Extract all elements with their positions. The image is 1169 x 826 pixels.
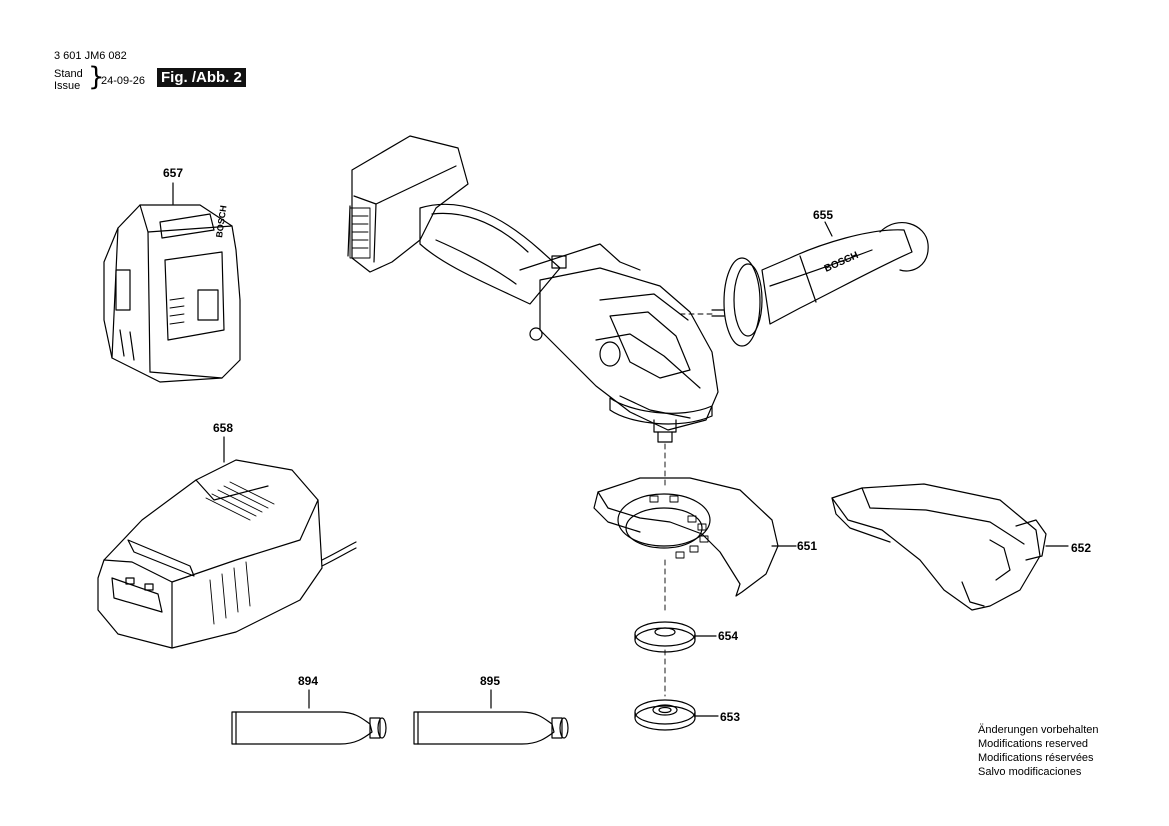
auxiliary-handle-655: BOSCH: [712, 222, 928, 346]
clamping-nut-653: [635, 700, 718, 730]
note-en: Modifications reserved: [978, 738, 1089, 750]
part-label-658: 658: [213, 421, 234, 435]
document-number: 3 601 JM6 082: [54, 50, 127, 62]
part-label-653: 653: [720, 710, 741, 724]
handle-logo-text: BOSCH: [823, 250, 860, 275]
part-label-655: 655: [813, 208, 834, 222]
battery-logo-text: BOSCH: [214, 205, 228, 239]
mounting-flange-654: [635, 622, 716, 652]
part-label-651: 651: [797, 539, 818, 553]
cutting-guard-652: [832, 484, 1068, 610]
issue-label: Issue: [54, 80, 81, 92]
grease-tube-895: [414, 690, 568, 744]
angle-grinder: [348, 136, 718, 696]
note-fr: Modifications réservées: [978, 752, 1094, 764]
modification-notes: Änderungen vorbehalten Modifications res…: [978, 723, 1098, 779]
stand-label: Stand: [54, 68, 83, 80]
part-label-654: 654: [718, 629, 739, 643]
charger-658: [98, 437, 356, 648]
part-label-895: 895: [480, 674, 501, 688]
note-es: Salvo modificaciones: [978, 766, 1082, 778]
battery-pack-657: BOSCH: [104, 183, 240, 382]
grease-tube-894: [232, 690, 386, 744]
part-label-657: 657: [163, 166, 184, 180]
wheel-guard-651: [594, 478, 796, 596]
part-label-652: 652: [1071, 541, 1092, 555]
figure-label: Fig. /Abb. 2: [157, 68, 246, 87]
part-label-894: 894: [298, 674, 319, 688]
note-de: Änderungen vorbehalten: [978, 724, 1099, 736]
brace-symbol: }: [88, 62, 105, 92]
issue-date: 24-09-26: [101, 75, 146, 87]
